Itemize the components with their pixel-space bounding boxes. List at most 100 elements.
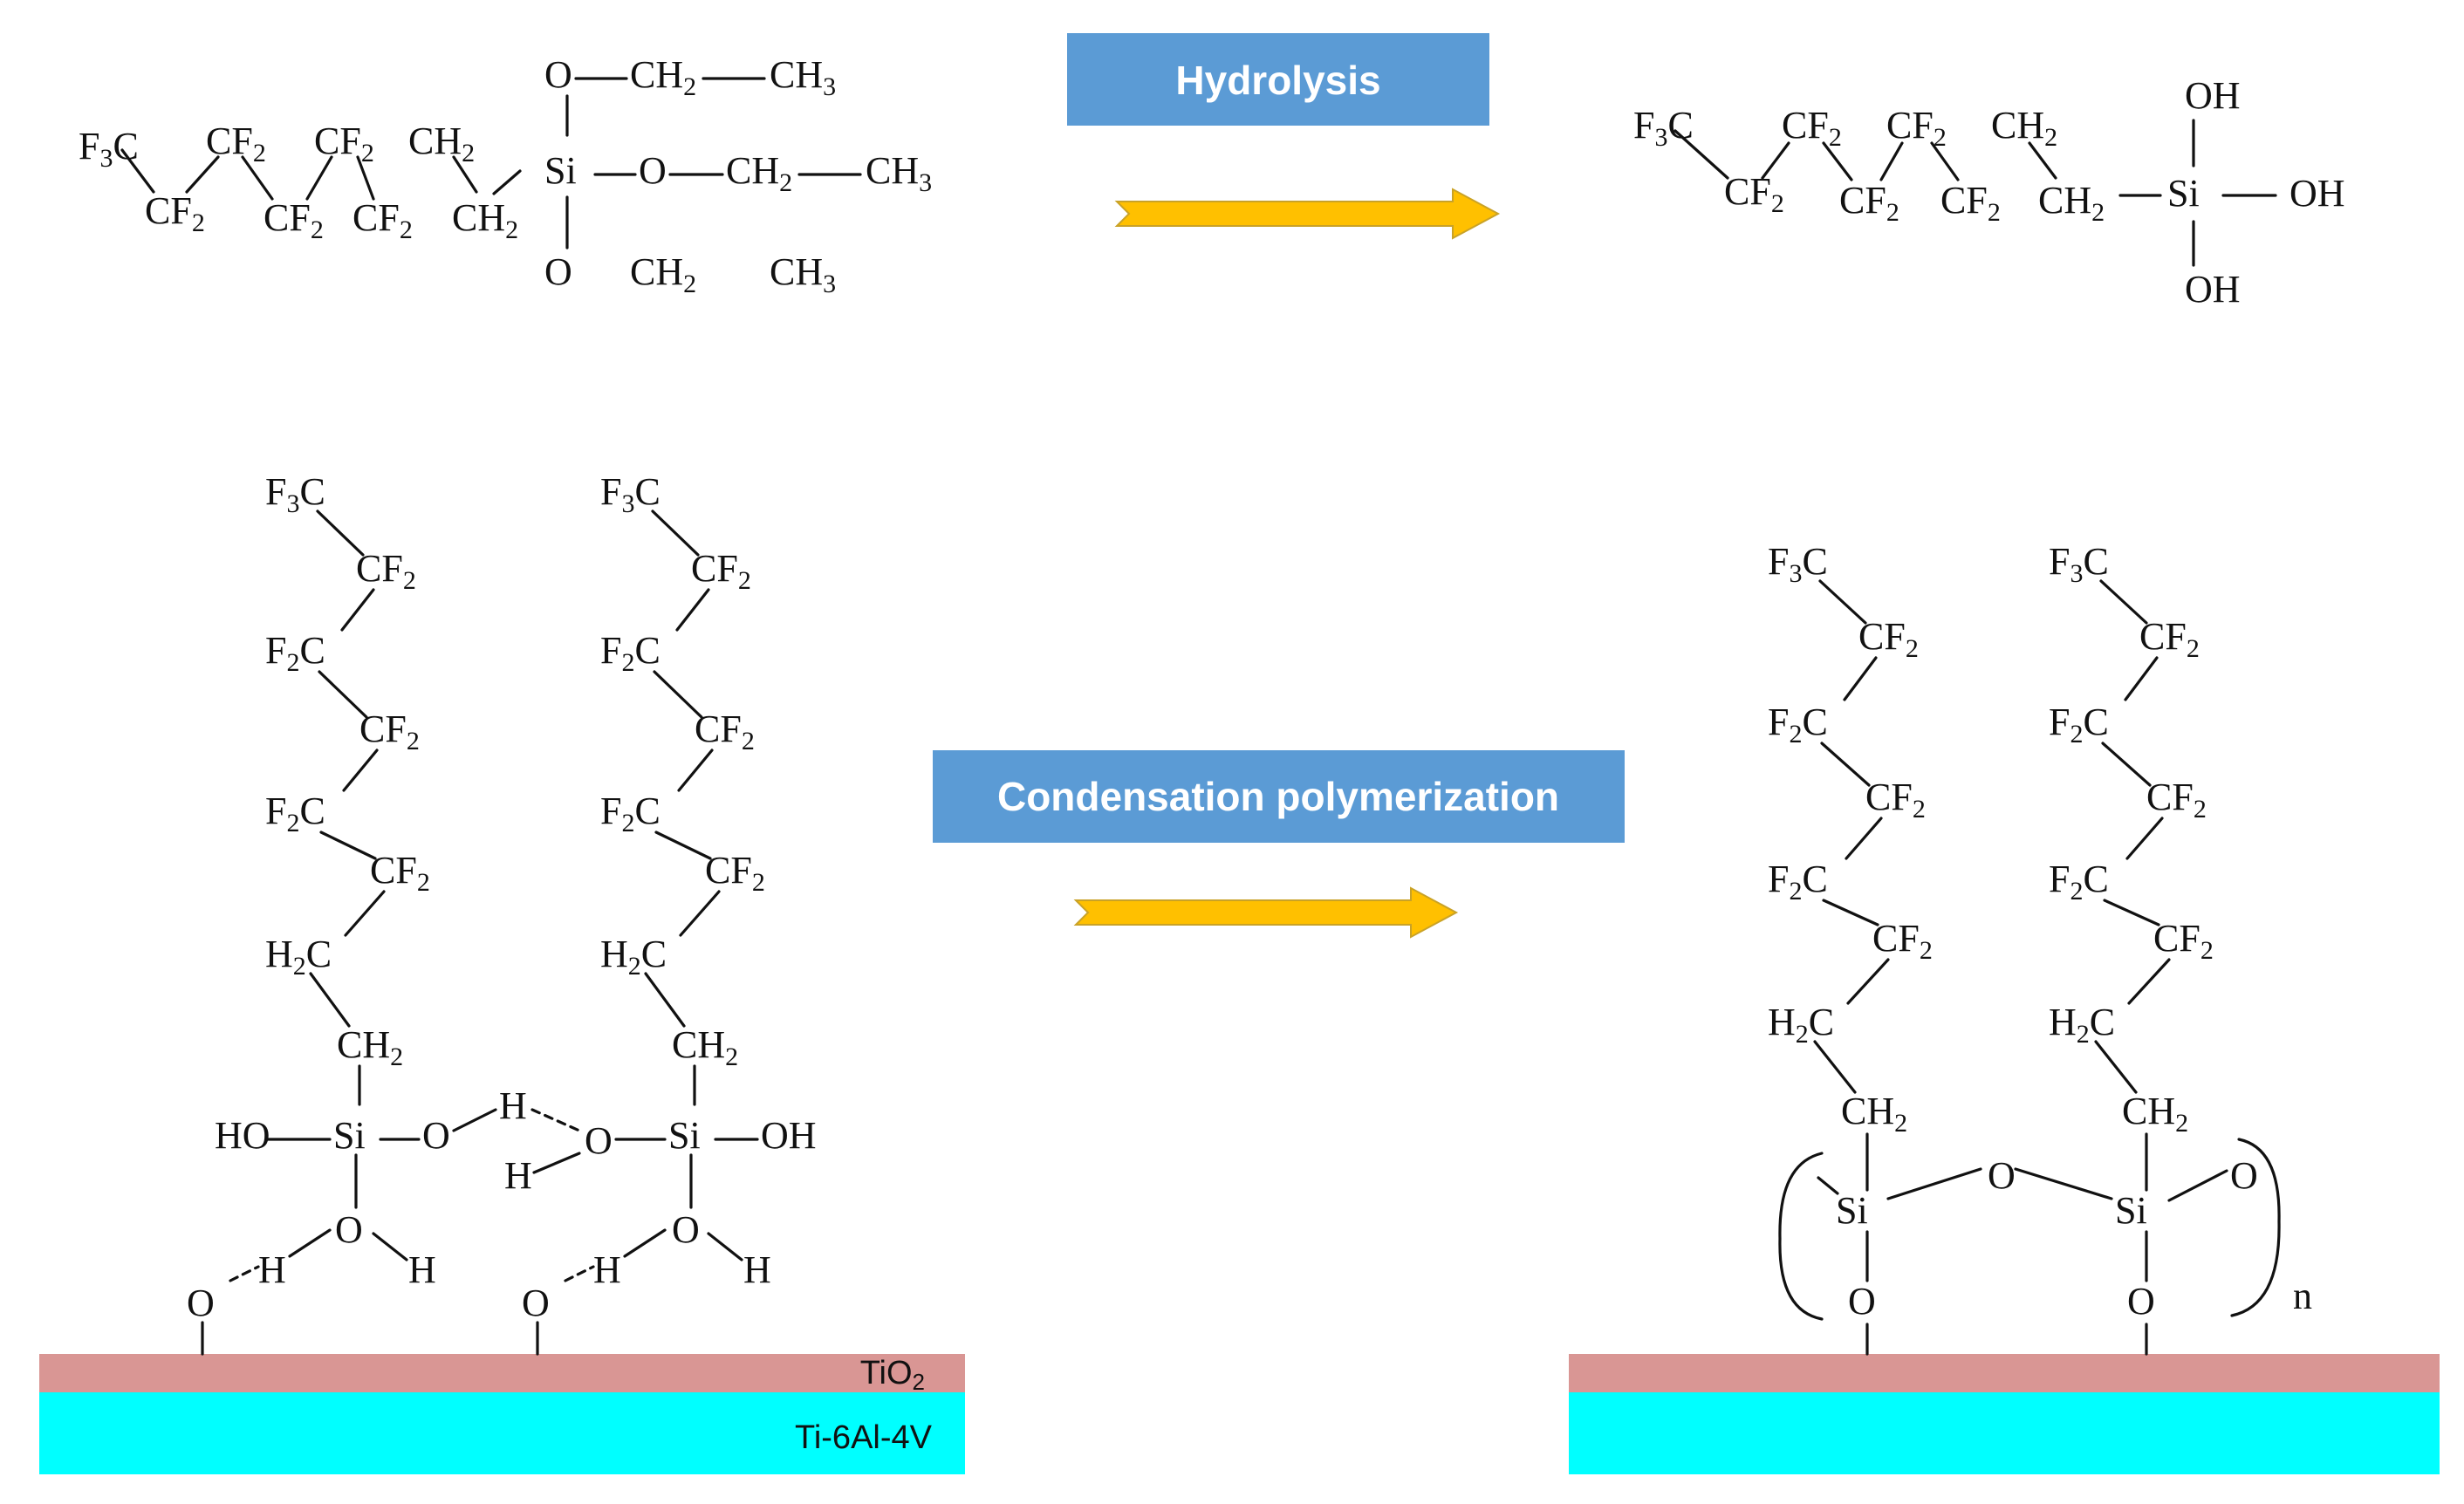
- atom-ch3: CH3: [866, 149, 932, 197]
- atom-h: H: [504, 1154, 532, 1197]
- atom-ch2: CH2: [2122, 1090, 2188, 1138]
- atom-oh: OH: [2289, 172, 2345, 215]
- atom-cf2: CF2: [1886, 104, 1947, 152]
- bond: [2028, 141, 2057, 180]
- atom-h2c: H2C: [2049, 1001, 2115, 1049]
- atom-si: Si: [1836, 1189, 1868, 1232]
- ti6al4v-label: Ti-6Al-4V: [795, 1419, 933, 1456]
- hydrogen-bond: [229, 1265, 260, 1282]
- atom-h: H: [743, 1248, 771, 1291]
- tio2-layer-right: [1569, 1354, 2440, 1392]
- atom-o: O: [1848, 1280, 1876, 1323]
- atom-o: O: [335, 1208, 363, 1251]
- atom-f2c: F2C: [600, 629, 660, 677]
- ti6al4v-layer-right: [1569, 1392, 2440, 1474]
- bond: [653, 670, 703, 719]
- bond: [452, 1108, 497, 1132]
- atom-f2c: F2C: [1768, 858, 1828, 906]
- tio2-layer-left: [39, 1354, 965, 1392]
- bond: [2167, 1169, 2228, 1202]
- atom-h2c: H2C: [1768, 1001, 1834, 1049]
- bond: [1818, 579, 1867, 625]
- bond: [309, 972, 351, 1028]
- bond: [372, 1232, 408, 1261]
- bond: [1845, 817, 1883, 860]
- atom-cf2: CF2: [2139, 615, 2200, 663]
- hydrolysis-step: Hydrolysis: [1067, 33, 1501, 240]
- bond: [1813, 1040, 1857, 1094]
- atom-cf2: CF2: [695, 708, 755, 755]
- atom-ch2: CH2: [1841, 1090, 1907, 1138]
- bond: [288, 1228, 332, 1258]
- bond: [1886, 1167, 1982, 1200]
- atom-h: H: [258, 1248, 286, 1291]
- bond: [316, 509, 365, 557]
- atom-ch3: CH3: [770, 53, 836, 101]
- atom-cf2: CF2: [1724, 170, 1784, 218]
- atom-o: O: [544, 250, 572, 293]
- tio2-label: TiO2: [860, 1355, 925, 1395]
- bond: [707, 1232, 743, 1261]
- atom-ch2: CH2: [408, 120, 475, 167]
- atom-o: O: [2127, 1280, 2155, 1323]
- bond: [651, 509, 700, 557]
- atom-cf2: CF2: [1839, 179, 1899, 227]
- atom-h: H: [408, 1248, 436, 1291]
- atom-o: O: [522, 1282, 550, 1324]
- bond: [675, 588, 710, 632]
- bond: [532, 1152, 581, 1174]
- bond: [241, 155, 274, 201]
- atom-cf2: CF2: [359, 708, 420, 755]
- atom-oh: OH: [761, 1114, 817, 1157]
- bond: [1820, 742, 1871, 787]
- condensation-step: Condensation polymerization: [933, 750, 1625, 939]
- atom-cf2: CF2: [1940, 179, 2001, 227]
- atom-ch2: CH2: [337, 1023, 403, 1071]
- bond: [2125, 817, 2164, 860]
- atom-oh: OH: [2185, 74, 2241, 117]
- atom-ch2: CH2: [630, 53, 696, 101]
- bond: [2014, 1167, 2113, 1200]
- atom-ch2: CH2: [630, 250, 696, 298]
- bond: [1930, 141, 1960, 181]
- chain-c-f3c: F3C: [1768, 540, 1828, 588]
- atom-ch2: CH2: [452, 196, 518, 244]
- atom-h: H: [593, 1248, 621, 1291]
- condensation-label-box: [933, 750, 1625, 843]
- atom-cf2: CF2: [264, 196, 324, 244]
- repeat-bracket-right: [2230, 1138, 2281, 1317]
- polymer-repeat-n: n: [2293, 1275, 2312, 1317]
- atom-ho: HO: [215, 1114, 270, 1157]
- bond: [1822, 899, 1879, 926]
- atom-cf2: CF2: [691, 547, 751, 595]
- atom-oh: OH: [2185, 268, 2241, 311]
- bond: [492, 169, 522, 195]
- chain-b-f3c: F3C: [600, 470, 660, 518]
- atom-f2c: F2C: [265, 790, 325, 837]
- chain-d-f3c: F3C: [2049, 540, 2109, 588]
- atom-o: O: [639, 149, 667, 192]
- atom-si: Si: [668, 1114, 701, 1157]
- bond: [185, 155, 220, 194]
- bond: [344, 890, 386, 937]
- atom-f3c: F3C: [1633, 104, 1694, 152]
- atom-cf2: CF2: [1858, 615, 1919, 663]
- atom-f2c: F2C: [1768, 701, 1828, 749]
- bond: [318, 670, 368, 719]
- atom-h2c: H2C: [265, 933, 332, 981]
- bond: [1822, 141, 1853, 181]
- atom-cf2: CF2: [1782, 104, 1842, 152]
- bond: [1843, 656, 1878, 701]
- atom-f2c: F2C: [2049, 701, 2109, 749]
- bond: [2094, 1040, 2138, 1094]
- atom-cf2: CF2: [206, 120, 266, 167]
- atom-h: H: [499, 1084, 527, 1127]
- atom-cf2: CF2: [2146, 776, 2207, 824]
- bond: [1879, 141, 1904, 181]
- bond: [2099, 579, 2148, 625]
- bond: [2127, 958, 2171, 1005]
- bond: [1817, 1176, 1839, 1195]
- atom-f2c: F2C: [2049, 858, 2109, 906]
